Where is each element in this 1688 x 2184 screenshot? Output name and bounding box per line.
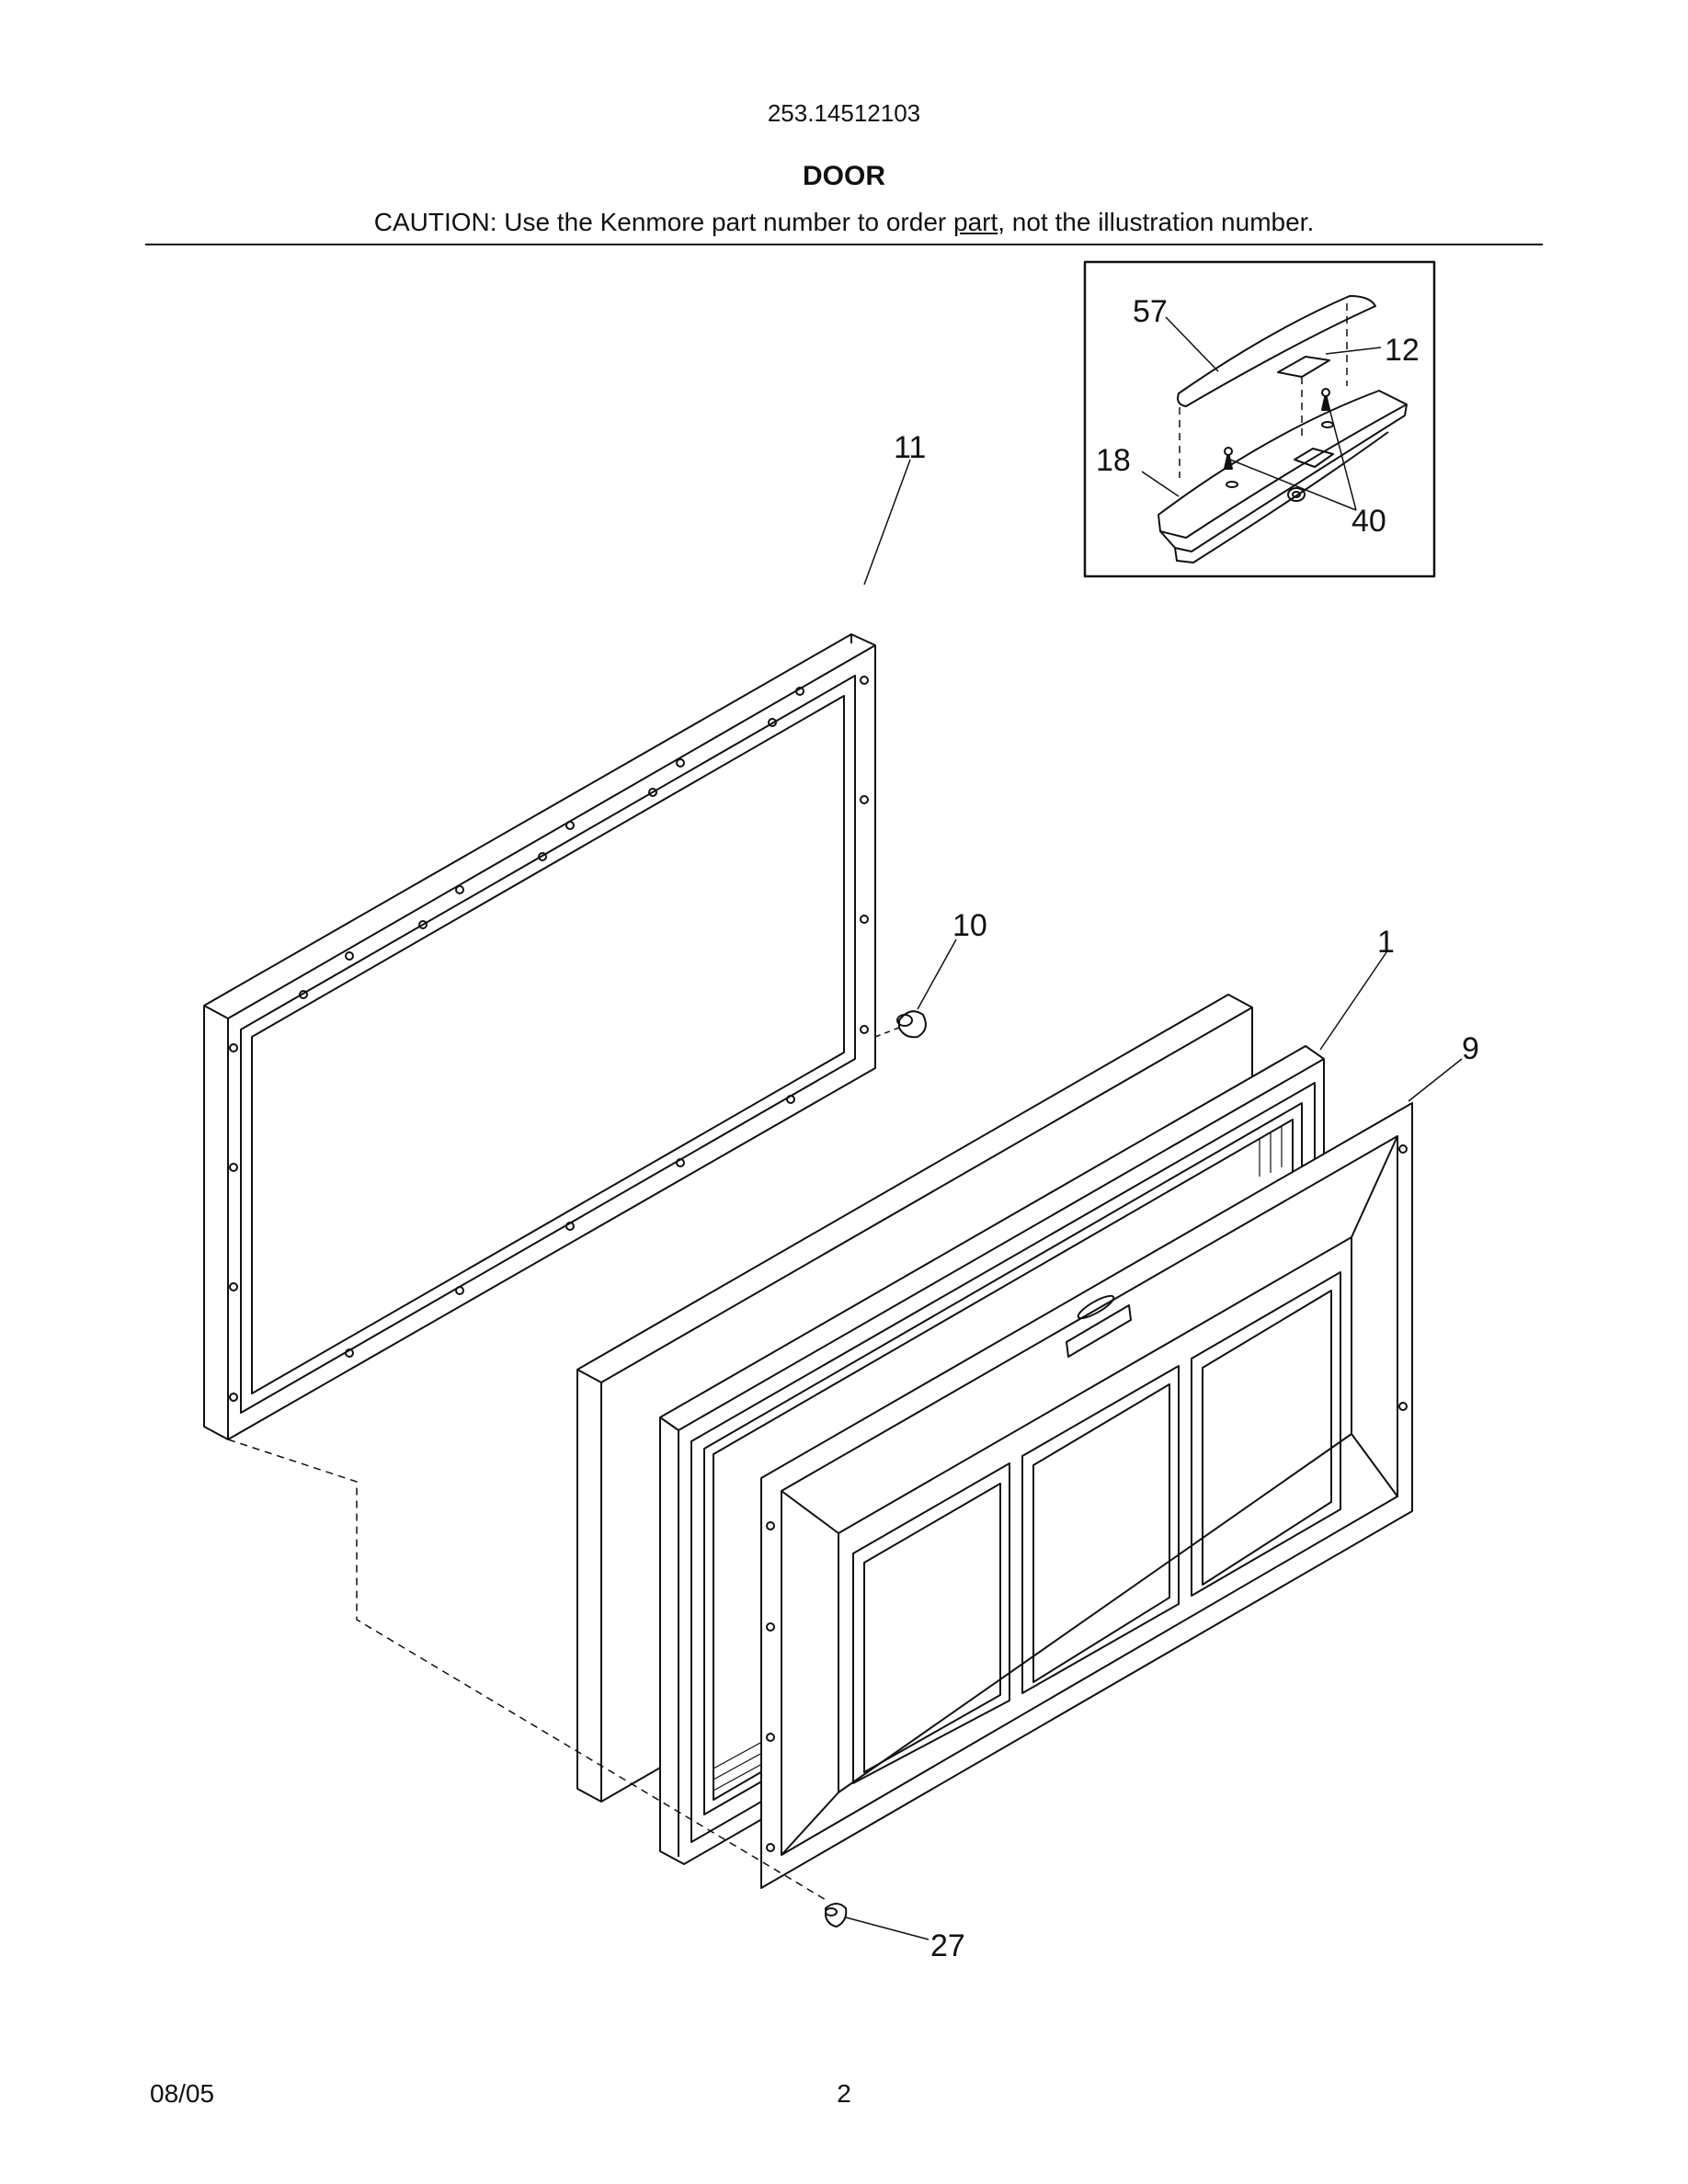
- callout-27: 27: [930, 1928, 965, 1963]
- callout-12: 12: [1385, 333, 1420, 368]
- inset-assembly-lines: [1179, 303, 1348, 478]
- leader-9: [1408, 1058, 1463, 1102]
- caution-underlined-word: part: [953, 208, 998, 236]
- callout-9: 9: [1462, 1031, 1479, 1066]
- callout-10: 10: [952, 908, 987, 943]
- plug-bottom-part: 27: [825, 1903, 965, 1963]
- footer-page-number: 2: [837, 2079, 851, 2108]
- header-rule: [145, 244, 1543, 245]
- callout-18: 18: [1096, 443, 1131, 478]
- leader-1: [1319, 951, 1387, 1051]
- screw-parts: [1224, 388, 1330, 470]
- footer-date: 08/05: [150, 2079, 215, 2108]
- caution-note: CAUTION: Use the Kenmore part number to …: [0, 208, 1688, 237]
- caution-text-end: , not the illustration number.: [998, 208, 1315, 236]
- callout-57: 57: [1133, 294, 1168, 329]
- leader-11: [863, 459, 911, 586]
- callout-40: 40: [1352, 504, 1386, 539]
- liner-rivets: [229, 676, 869, 1402]
- handle-label-part: [1277, 356, 1330, 378]
- assembly-dashed-line: [227, 1439, 828, 1902]
- handle-inset: 57 12 18 40: [1083, 260, 1436, 578]
- door-outer-panel: 9: [760, 1031, 1479, 1889]
- section-title: DOOR: [803, 161, 885, 191]
- handle-body-part: [1158, 390, 1408, 563]
- plug-top-part: 10: [874, 908, 987, 1039]
- panel-rivets: [766, 1144, 1408, 1852]
- door-liner-part: 11: [203, 430, 926, 1440]
- callout-1: 1: [1377, 925, 1395, 960]
- callout-11: 11: [894, 430, 926, 465]
- handle-cap-part: [1177, 295, 1376, 407]
- inset-leader-lines: [1141, 316, 1382, 511]
- model-number: 253.14512103: [767, 99, 921, 127]
- caution-text-start: CAUTION: Use the Kenmore part number to …: [373, 208, 953, 236]
- inset-frame: [1083, 260, 1436, 578]
